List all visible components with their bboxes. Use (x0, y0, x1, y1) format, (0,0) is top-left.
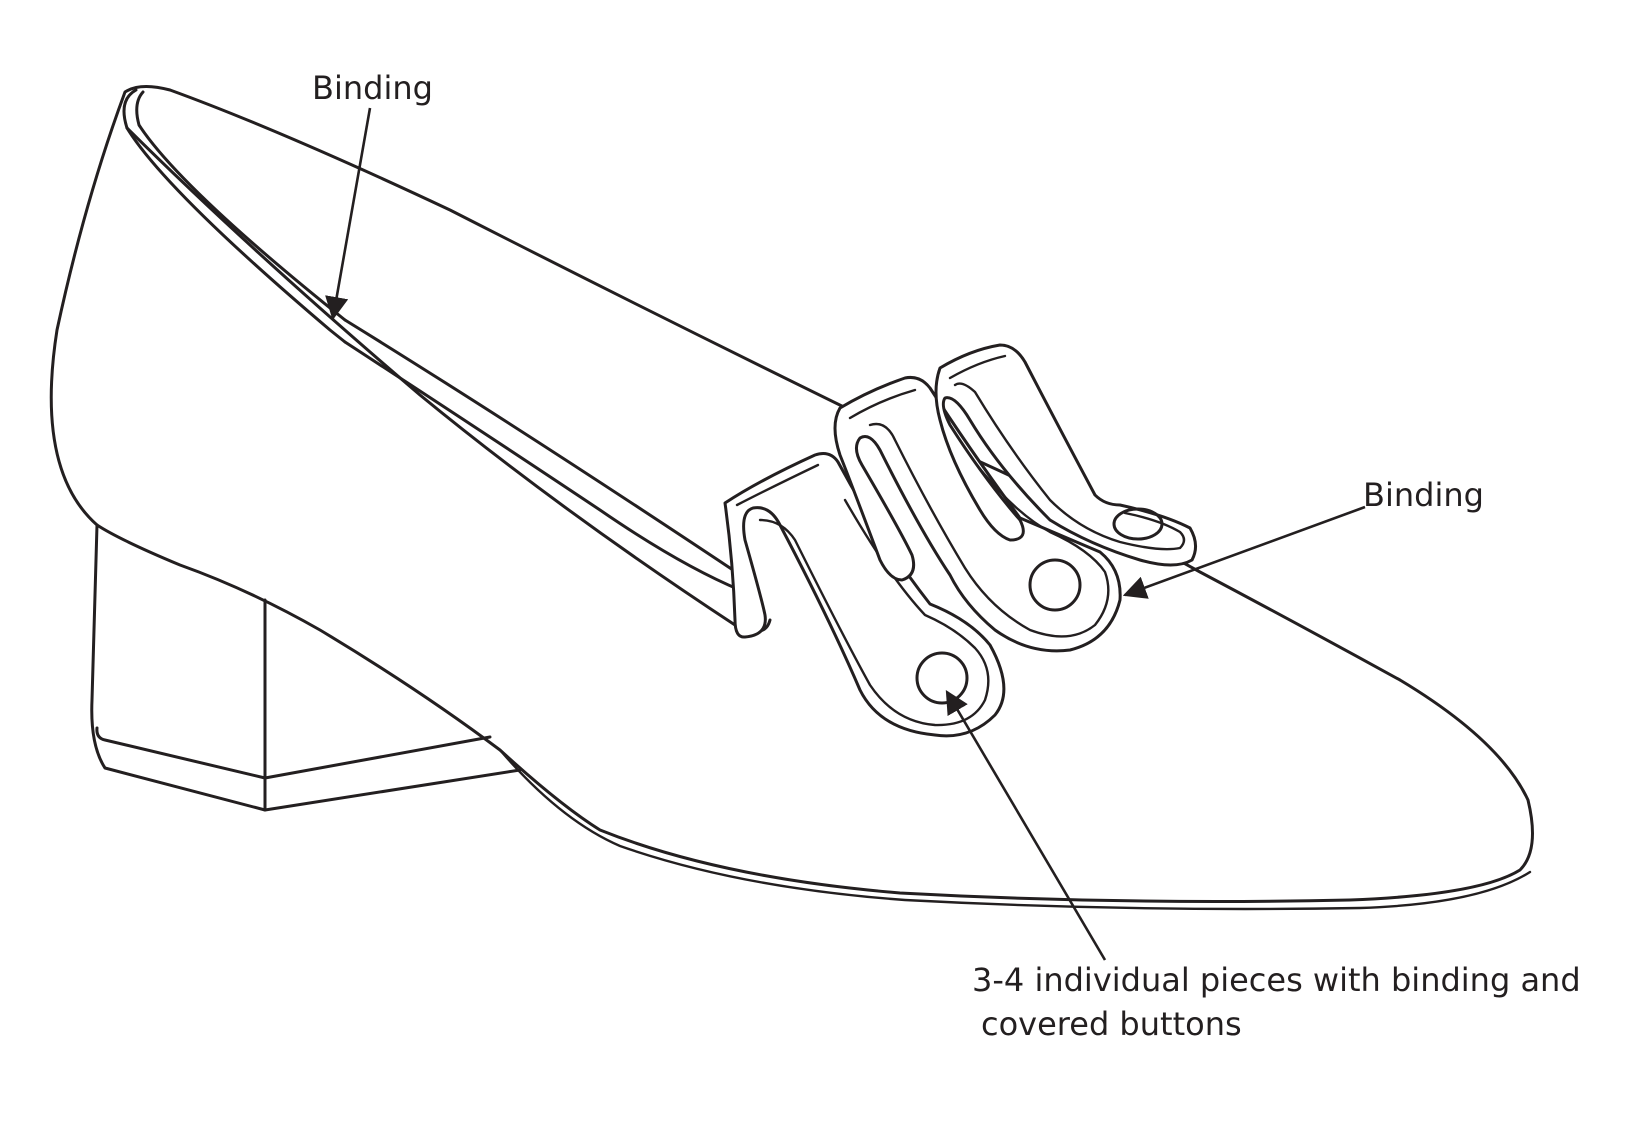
label-pieces-line2: covered buttons (981, 1005, 1242, 1043)
shoe-upper (49, 85, 1534, 911)
label-top-binding: Binding (312, 69, 433, 107)
label-pieces-line1: 3-4 individual pieces with binding and (972, 961, 1581, 999)
leader-pieces (945, 689, 1107, 961)
leader-top-binding (325, 107, 372, 321)
tab-piece-2 (833, 376, 1122, 653)
tab-piece-3 (934, 343, 1197, 567)
label-side-binding: Binding (1363, 476, 1484, 514)
leader-side-binding (1122, 505, 1366, 599)
heel (90, 523, 522, 812)
label-pieces: 3-4 individual pieces with binding and c… (972, 958, 1581, 1046)
